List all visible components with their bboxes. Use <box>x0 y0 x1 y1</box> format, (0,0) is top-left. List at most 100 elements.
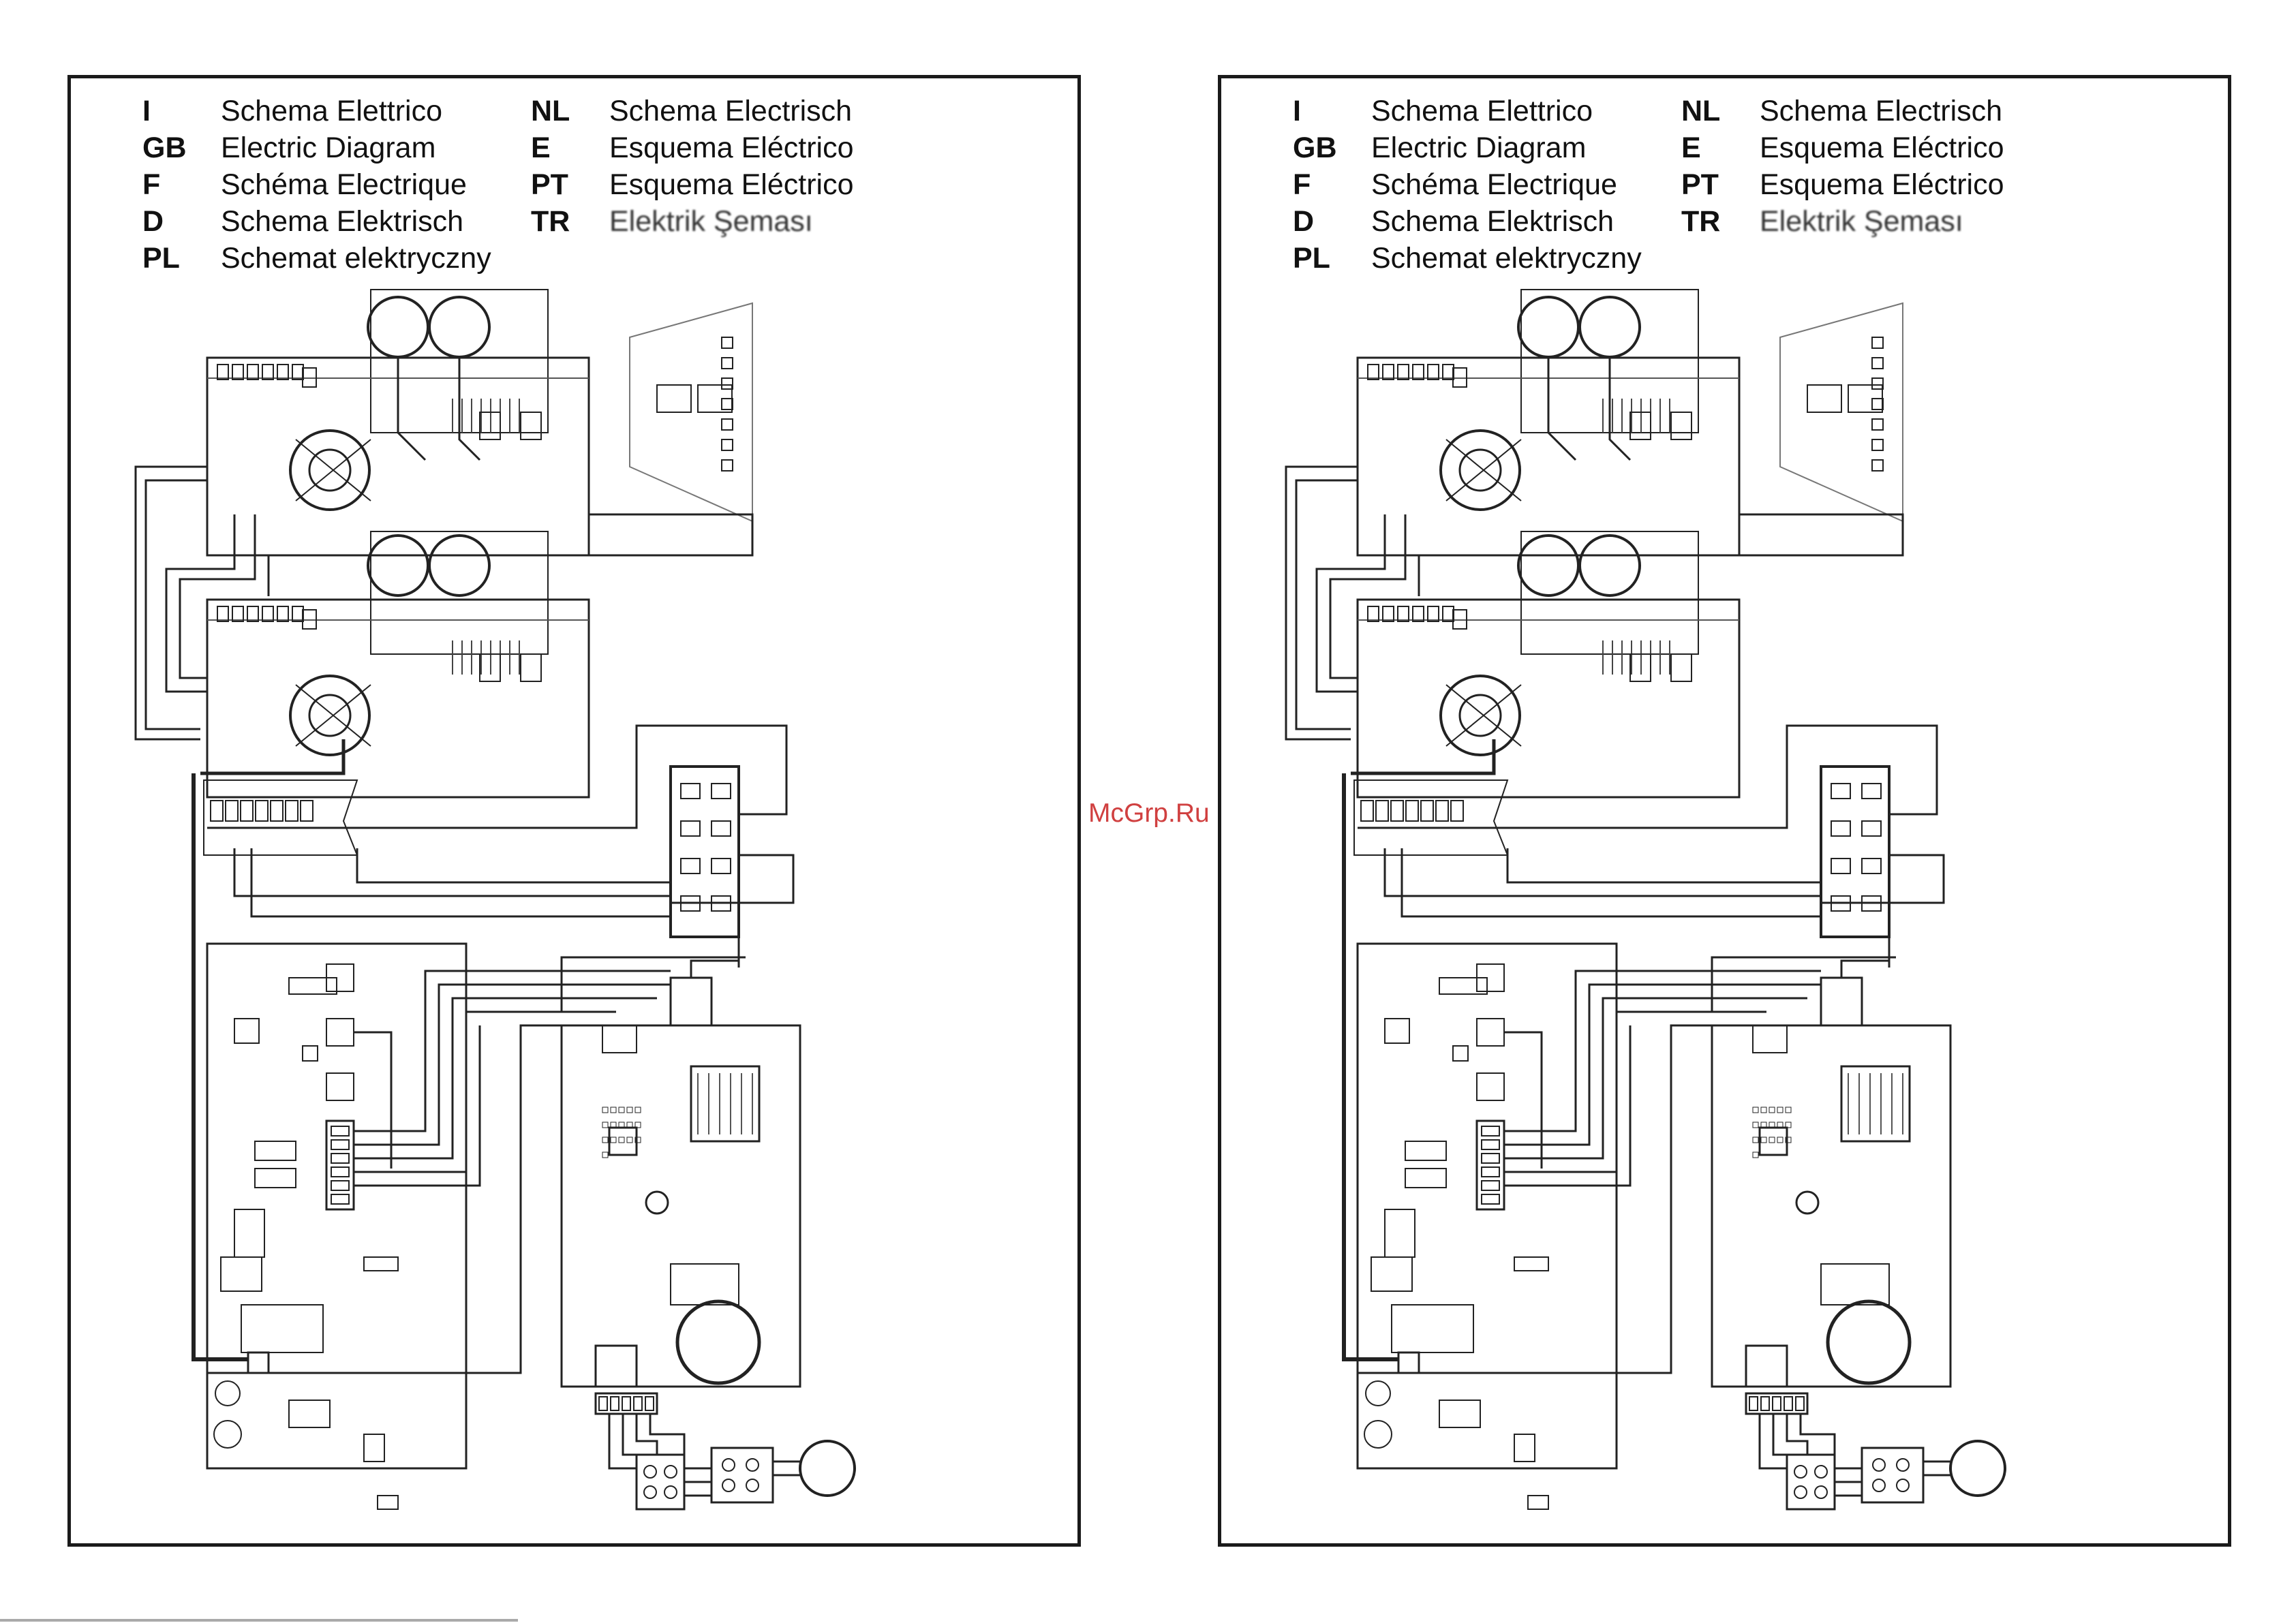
terminal-screw <box>1420 800 1434 822</box>
watermark: McGrp.Ru <box>1088 799 1210 828</box>
output-pin <box>1760 1396 1770 1411</box>
legend-text: Schema Elektrisch <box>221 205 464 238</box>
terminal <box>1397 364 1409 380</box>
legend-code: TR <box>1681 205 1721 238</box>
terminal-pin <box>331 1126 350 1137</box>
legend-code: PT <box>1681 168 1719 201</box>
fan-motor <box>1439 429 1521 511</box>
wire <box>354 1031 393 1169</box>
antenna <box>1439 1400 1481 1428</box>
legend-text: Electric Diagram <box>1371 132 1587 164</box>
terminal <box>232 364 244 380</box>
motor-capacitor <box>428 534 491 597</box>
relay <box>520 653 542 682</box>
display-led <box>721 337 733 349</box>
pump-motor <box>1949 1440 2006 1497</box>
motor-capacitor <box>367 296 429 358</box>
smd-component <box>618 1122 625 1128</box>
connector <box>1452 367 1467 388</box>
plug-pin <box>1814 1465 1828 1479</box>
smd-component <box>1769 1107 1775 1113</box>
wire <box>1786 1414 1809 1455</box>
wire <box>1923 1460 1950 1477</box>
wire <box>1835 1467 1862 1497</box>
wire-bundle <box>134 465 207 741</box>
fan-blade <box>1445 439 1522 501</box>
main-cable <box>1351 739 1496 775</box>
output-pin <box>610 1396 619 1411</box>
led-indicator <box>215 1380 241 1406</box>
smd-component <box>1785 1122 1792 1128</box>
legend-code: D <box>142 205 164 238</box>
legend-code: NL <box>531 95 570 127</box>
terminal-screw <box>300 800 313 822</box>
legend-text: Schema Electrisch <box>609 95 853 127</box>
terminal-screw <box>225 800 239 822</box>
motor-capacitor <box>1517 296 1580 358</box>
relay <box>1629 412 1651 440</box>
wire-bundle <box>165 514 236 693</box>
display-led <box>1871 357 1884 369</box>
output-pin <box>1772 1396 1781 1411</box>
ground-wire <box>690 959 739 978</box>
resistor-array <box>288 977 337 995</box>
motor-capacitor <box>1578 296 1641 358</box>
terminal-screw <box>1360 800 1374 822</box>
switch-panel <box>1820 765 1891 938</box>
smd-component <box>618 1137 625 1143</box>
legend-code: D <box>1293 205 1315 238</box>
legend-code: E <box>1681 132 1701 164</box>
smd-component <box>618 1107 625 1113</box>
legend-code: GB <box>1293 132 1337 164</box>
terminal-screw <box>1390 800 1404 822</box>
wire <box>1504 1010 1766 1173</box>
wire-bundle <box>1285 465 1358 741</box>
motor-capacitor <box>1517 534 1580 597</box>
wire <box>1504 983 1821 1146</box>
transformer <box>690 1065 761 1143</box>
terminal <box>1367 606 1379 622</box>
relay <box>1629 653 1651 682</box>
display-led <box>1871 377 1884 390</box>
resistor-array <box>1439 977 1488 995</box>
switch-contact <box>680 820 701 837</box>
display-led <box>721 459 733 472</box>
terminal <box>1367 364 1379 380</box>
smd-component <box>602 1151 609 1158</box>
legend-code: I <box>1293 95 1301 127</box>
terminal-pair <box>326 1018 354 1047</box>
wiring-diagram <box>134 289 856 1511</box>
fan-hub <box>1458 448 1502 492</box>
plug-pin <box>746 1458 759 1472</box>
connector <box>1397 1351 1420 1374</box>
smd-component <box>1752 1107 1759 1113</box>
wire <box>773 1460 800 1477</box>
potentiometer <box>1795 1190 1820 1215</box>
wire <box>1400 848 1821 918</box>
plug-connector <box>710 1447 774 1504</box>
terminal-header <box>1391 1304 1474 1353</box>
legend-code: I <box>142 95 151 127</box>
display-led <box>721 357 733 369</box>
terminal <box>262 364 274 380</box>
switch-contact <box>1831 858 1851 874</box>
plug-pin <box>1896 1479 1910 1492</box>
capacitor-bank <box>1745 1344 1788 1388</box>
terminal-strip <box>325 1119 355 1211</box>
smd-component <box>1769 1137 1775 1143</box>
relay <box>254 1168 296 1188</box>
terminal-pin <box>1481 1139 1500 1150</box>
legend-code: PL <box>142 242 180 275</box>
wire <box>649 1414 686 1455</box>
terminal-screw <box>285 800 299 822</box>
component <box>363 1256 399 1271</box>
terminal-screw <box>1375 800 1389 822</box>
legend-code: PT <box>531 168 568 201</box>
switch-contact <box>711 783 731 799</box>
plug-pin <box>1814 1485 1828 1499</box>
main-control-board <box>560 1024 801 1388</box>
display-digit <box>1807 384 1842 413</box>
wire <box>1504 997 1807 1160</box>
terminal-pair <box>1476 1018 1505 1047</box>
wire <box>1617 1024 1712 1374</box>
